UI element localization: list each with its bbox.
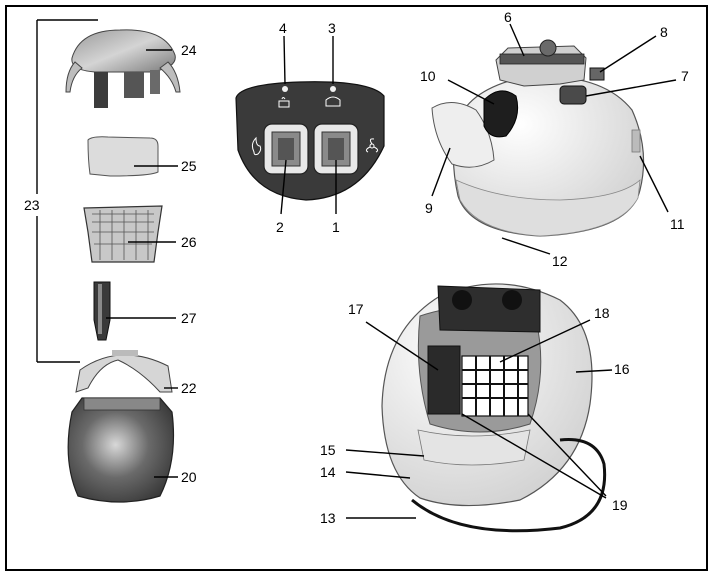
indicator-lamp-4	[282, 86, 288, 92]
label-22: 22	[181, 380, 197, 396]
handle-part	[75, 350, 173, 393]
indicator-lamp-3	[330, 86, 336, 92]
boiler-icon	[325, 96, 341, 107]
label-17: 17	[348, 301, 364, 317]
filter-cover-part	[87, 136, 159, 177]
steam-button[interactable]	[263, 123, 309, 175]
label-8: 8	[660, 24, 668, 40]
label-1: 1	[332, 219, 340, 235]
tube-part	[93, 281, 111, 341]
label-13: 13	[320, 510, 336, 526]
label-16: 16	[614, 361, 630, 377]
label-6: 6	[504, 9, 512, 25]
fan-button[interactable]	[313, 123, 359, 175]
label-2: 2	[276, 219, 284, 235]
label-9: 9	[425, 200, 433, 216]
filter-basket-part	[83, 205, 163, 263]
label-3: 3	[328, 20, 336, 36]
steam-unit-top-view	[431, 39, 645, 237]
container-part	[67, 397, 175, 503]
label-10: 10	[420, 68, 436, 84]
hand-steam-icon	[278, 97, 290, 108]
label-19: 19	[612, 497, 628, 513]
fan-icon	[365, 138, 379, 153]
label-11: 11	[670, 216, 685, 232]
lid-cap-part	[65, 29, 181, 108]
bracket-23	[36, 19, 98, 363]
label-26: 26	[181, 234, 197, 250]
label-7: 7	[681, 68, 689, 84]
label-14: 14	[320, 464, 336, 480]
flame-icon	[251, 136, 262, 156]
label-15: 15	[320, 442, 336, 458]
label-24: 24	[181, 42, 197, 58]
leader-lines	[106, 23, 677, 519]
label-23: 23	[24, 197, 40, 213]
label-20: 20	[181, 469, 197, 485]
label-27: 27	[181, 310, 197, 326]
label-18: 18	[594, 305, 610, 321]
callout-labels: 23 24 25 26 27 22 20 4 3 2 1 6 8 7 10 9 …	[24, 9, 689, 526]
steam-unit-open-view	[381, 283, 607, 533]
label-4: 4	[279, 20, 287, 36]
label-12: 12	[552, 253, 568, 269]
label-25: 25	[181, 158, 197, 174]
control-panel	[235, 81, 385, 201]
